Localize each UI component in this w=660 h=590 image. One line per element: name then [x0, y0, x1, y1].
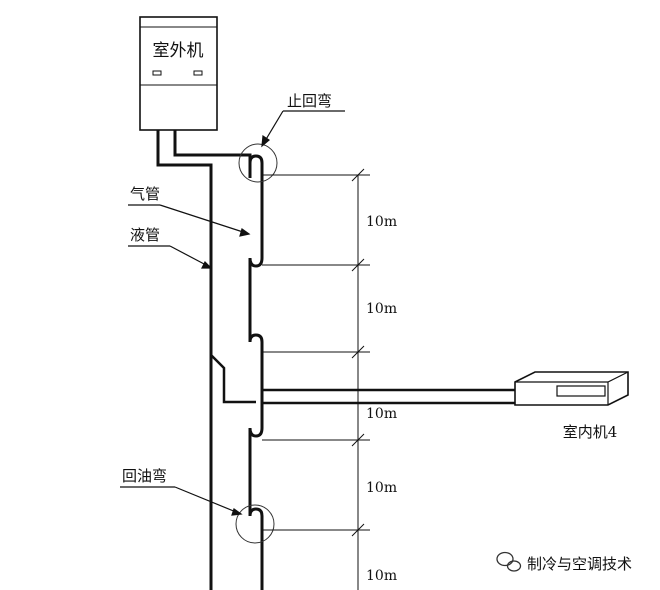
outdoor-unit-label: 室外机 [153, 41, 204, 61]
oil-return-bend-circle [235, 504, 275, 544]
gas-pipe-label: 气管 [130, 185, 160, 203]
dimension-label: 10m [366, 214, 397, 230]
oil-return-bend-label: 回油弯 [122, 467, 167, 485]
wechat-icon [496, 551, 522, 572]
indoor-unit-label: 室内机4 [563, 423, 618, 441]
branch-pipe [262, 388, 515, 405]
dimension-label: 10m [366, 406, 397, 422]
liquid-pipe-label: 液管 [130, 226, 160, 244]
dimension-label: 10m [366, 301, 397, 317]
watermark-text: 制冷与空调技术 [527, 555, 632, 573]
liquid-pipe [156, 130, 256, 590]
watermark: 制冷与空调技术 [496, 551, 632, 573]
leader-lines [120, 110, 345, 516]
indoor-unit: 室内机4 [514, 371, 629, 441]
outdoor-unit: 室外机 [139, 16, 218, 131]
stop-bend-circle [238, 143, 278, 183]
stop-bend-label: 止回弯 [287, 92, 332, 110]
gas-pipe [173, 130, 264, 590]
dimension-label: 10m [366, 480, 397, 496]
dimension-label: 10m [366, 568, 397, 584]
dimension-lines [262, 168, 370, 590]
